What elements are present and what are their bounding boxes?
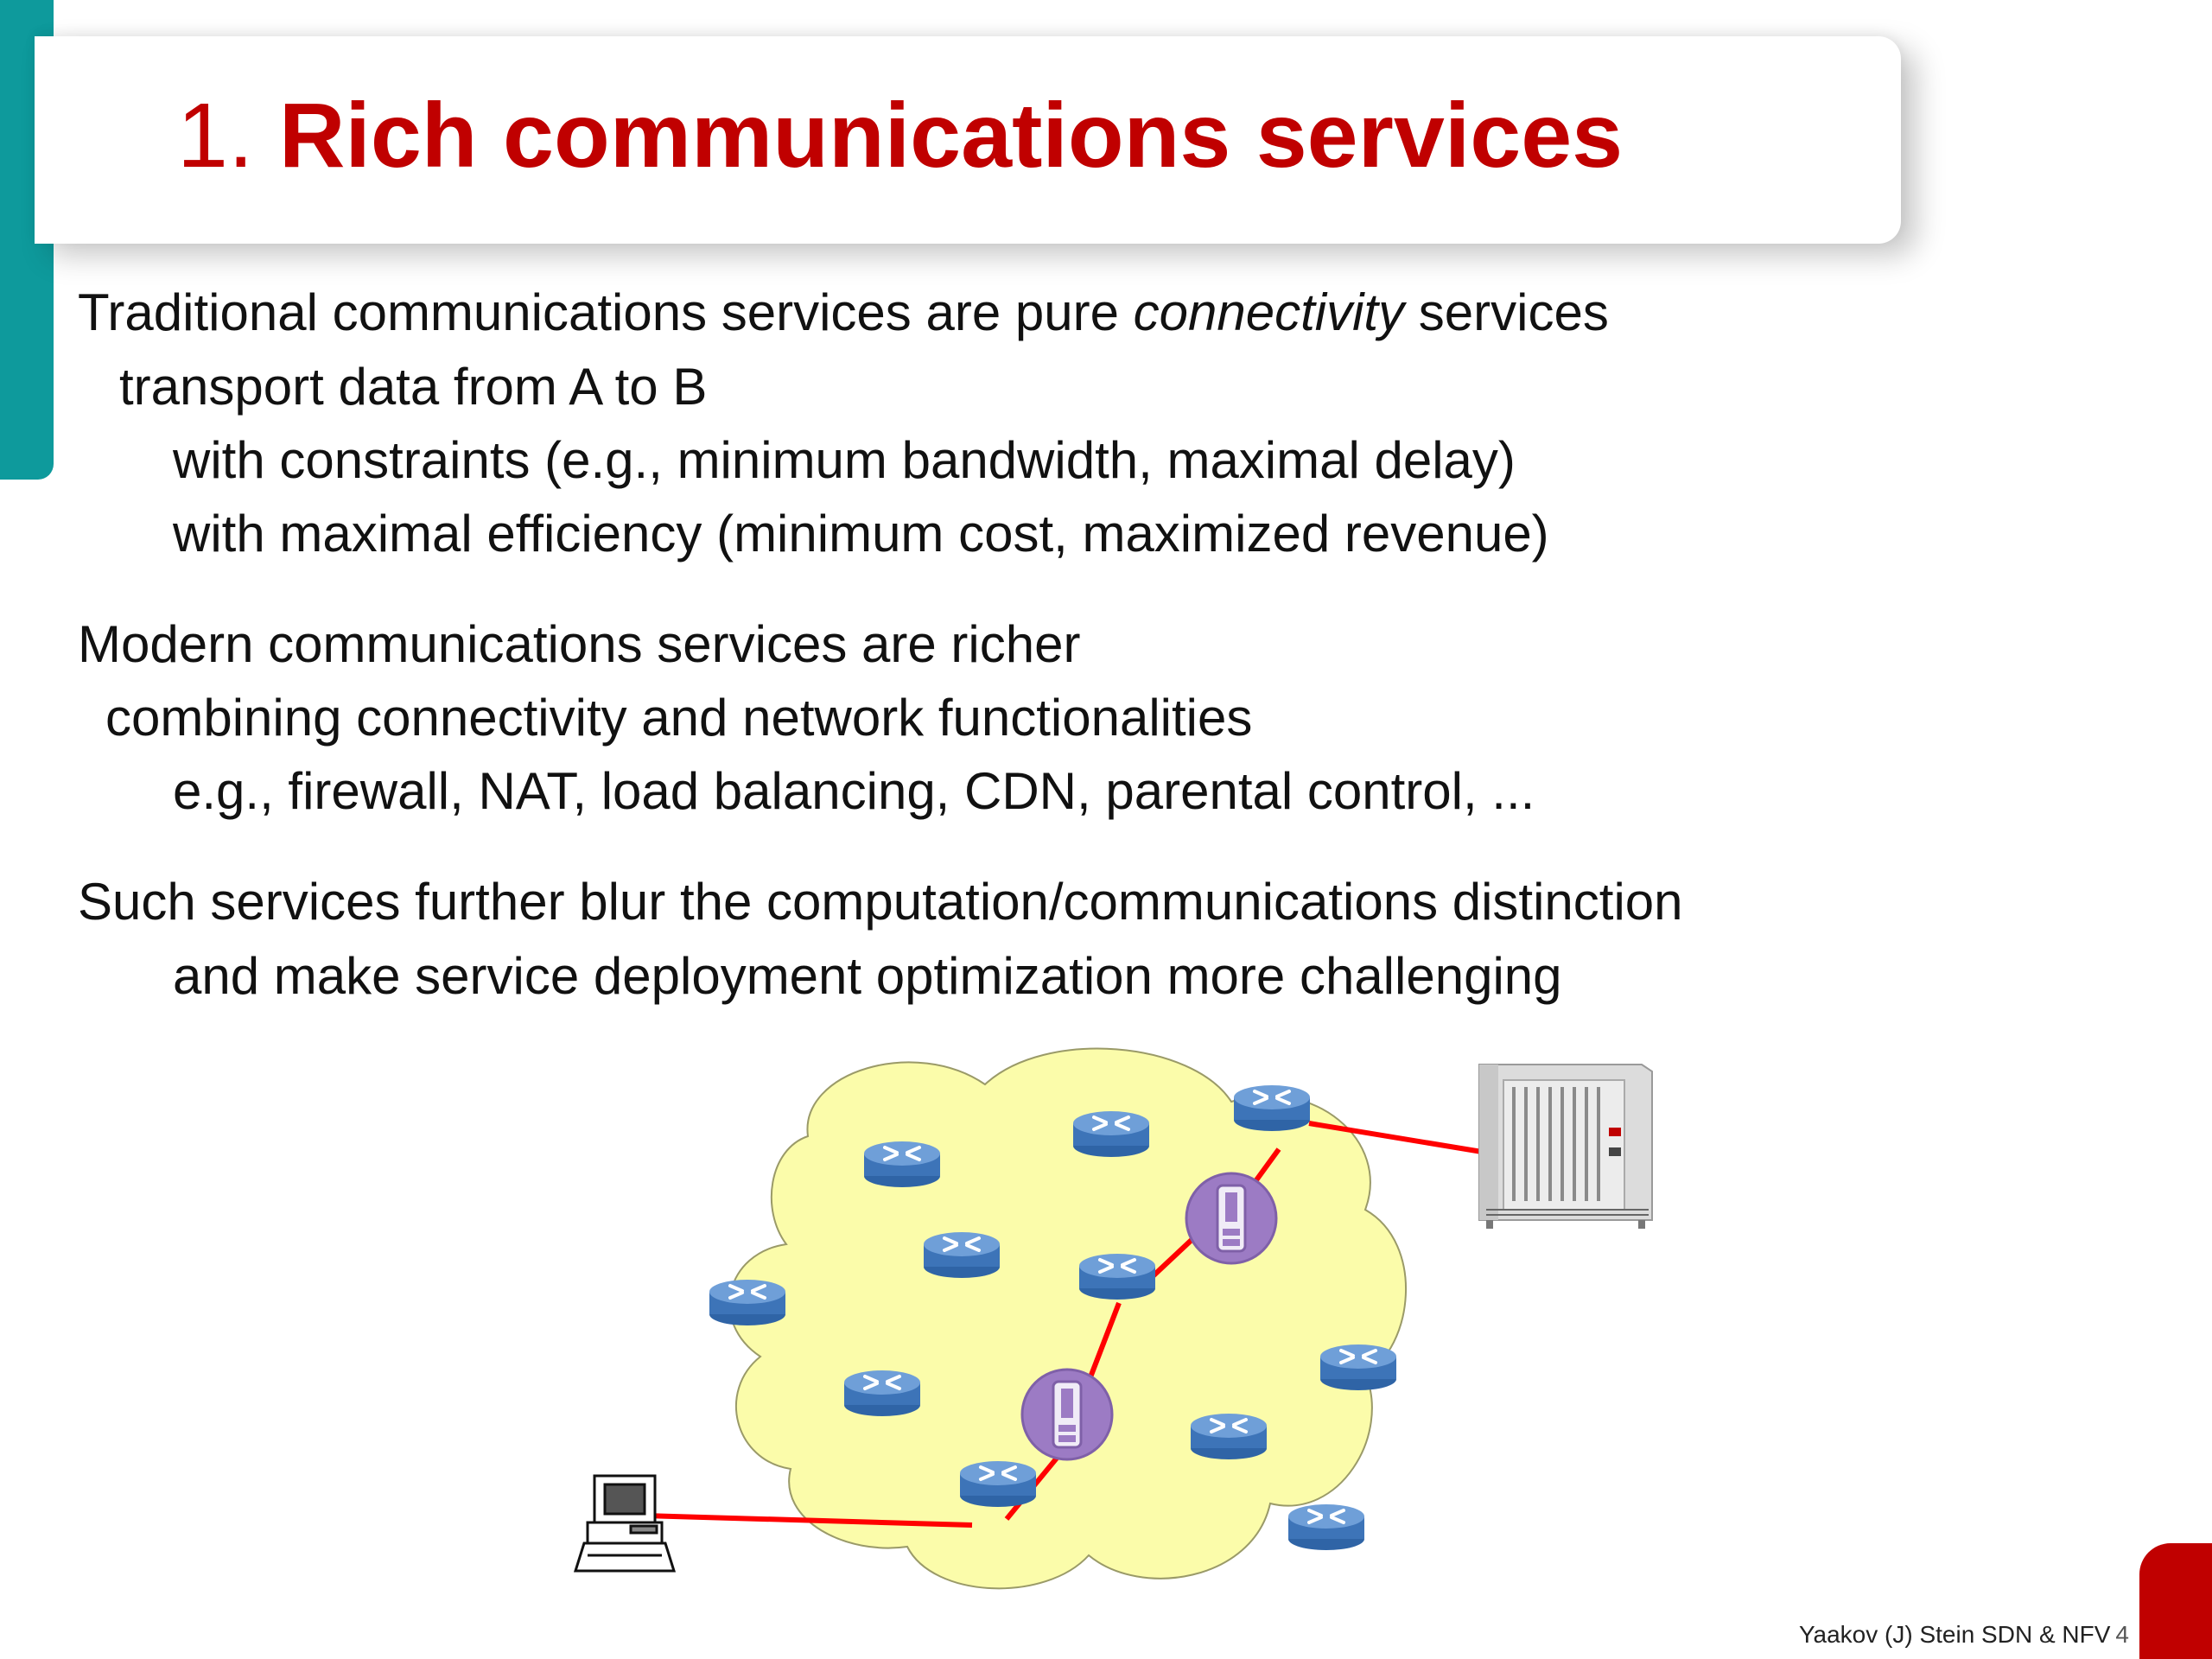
router-icon bbox=[842, 1369, 922, 1418]
router-icon bbox=[1319, 1343, 1398, 1392]
corner-accent bbox=[2139, 1543, 2212, 1659]
network-function-icon bbox=[1020, 1368, 1114, 1461]
router-icon bbox=[1287, 1503, 1366, 1552]
network-function-icon bbox=[1185, 1172, 1278, 1265]
router-icon bbox=[862, 1140, 942, 1189]
sub-bullet-1-3: with maximal efficiency (minimum cost, m… bbox=[173, 505, 1549, 563]
bullet-3: Such services further blur the computati… bbox=[78, 873, 1683, 931]
bullet-1-emphasis: connectivity bbox=[1133, 283, 1405, 341]
router-icon bbox=[922, 1230, 1001, 1280]
footer-author: Yaakov (J) Stein SDN & NFV bbox=[1798, 1621, 2111, 1648]
server-rack-icon bbox=[1478, 1064, 1653, 1229]
sub-bullet-1-2: with constraints (e.g., minimum bandwidt… bbox=[173, 431, 1516, 489]
bullet-1-text-b: services bbox=[1404, 283, 1609, 341]
bullet-1: Traditional communications services are … bbox=[78, 278, 1609, 347]
sub-bullet-2-1: combining connectivity and network funct… bbox=[105, 689, 1253, 747]
bullet-2: Modern communications services are riche… bbox=[78, 615, 1081, 673]
sub-bullet-1-1: transport data from A to B bbox=[119, 358, 708, 416]
title-text: Rich communications services bbox=[278, 85, 1624, 187]
router-icon bbox=[1189, 1412, 1268, 1461]
network-diagram bbox=[573, 1047, 1653, 1590]
title-number: 1. bbox=[177, 85, 254, 187]
bullet-1-text-a: Traditional communications services are … bbox=[78, 283, 1134, 341]
router-icon bbox=[1232, 1084, 1312, 1133]
router-icon bbox=[1071, 1109, 1151, 1159]
title-panel bbox=[35, 36, 1901, 244]
router-icon bbox=[1077, 1252, 1157, 1301]
sub-bullet-2-2: e.g., firewall, NAT, load balancing, CDN… bbox=[173, 762, 1535, 820]
slide-title: 1. Rich communications services bbox=[177, 79, 1623, 192]
page-number: 4 bbox=[2115, 1621, 2129, 1648]
router-icon bbox=[708, 1278, 787, 1327]
computer-icon bbox=[573, 1474, 677, 1573]
sub-bullet-3-1: and make service deployment optimization… bbox=[173, 947, 1562, 1005]
router-icon bbox=[958, 1459, 1038, 1509]
